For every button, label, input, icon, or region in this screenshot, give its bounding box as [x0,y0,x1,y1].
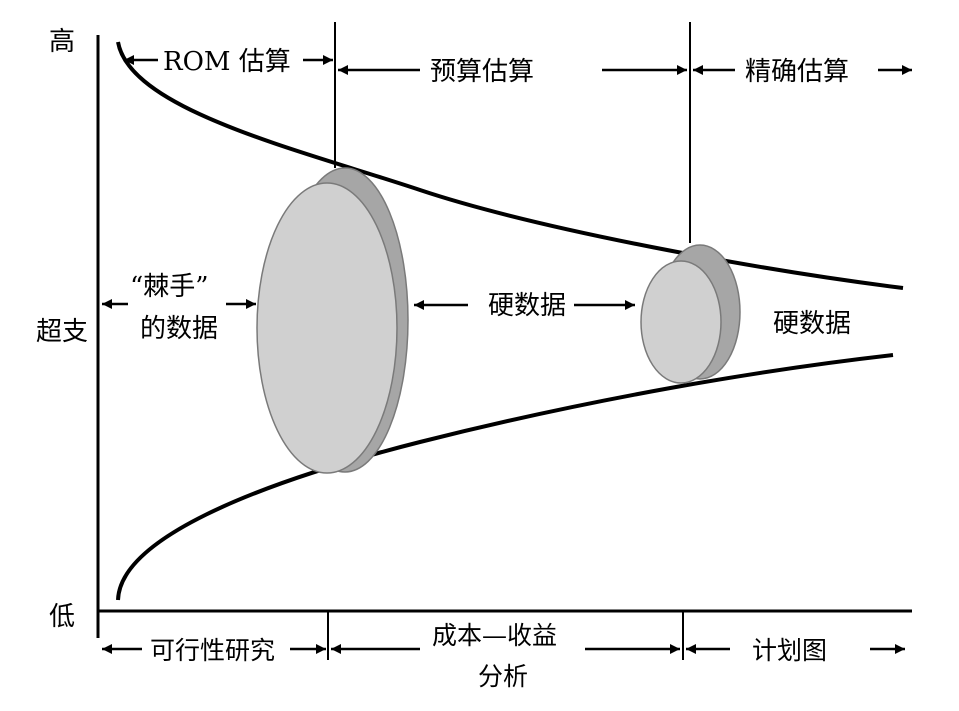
cost-benefit-label-line1: 成本—收益 [432,621,557,650]
small-disc-face [640,260,722,384]
rom-estimate-label: ROM 估算 [163,47,291,77]
y-axis-high-label: 高 [49,27,75,57]
upper-funnel-curve [116,41,904,290]
budget-estimate-label: 预算估算 [430,57,534,87]
feasibility-study-label: 可行性研究 [150,636,275,665]
large-disc [256,167,409,474]
tricky-data-label-line2: 的数据 [140,314,218,344]
hard-data-middle-label: 硬数据 [488,291,566,321]
plan-chart-label: 计划图 [752,636,827,665]
hard-data-right-label: 硬数据 [773,309,851,339]
y-axis-overrun-label: 超支 [36,317,88,347]
cost-benefit-label-line2: 分析 [478,662,528,691]
small-disc [640,244,741,384]
y-axis-low-label: 低 [49,602,75,632]
tricky-data-label-line1: “棘手” [130,272,209,302]
lower-funnel-curve [116,353,894,601]
large-disc-face [256,182,398,474]
precise-estimate-label: 精确估算 [745,57,849,87]
